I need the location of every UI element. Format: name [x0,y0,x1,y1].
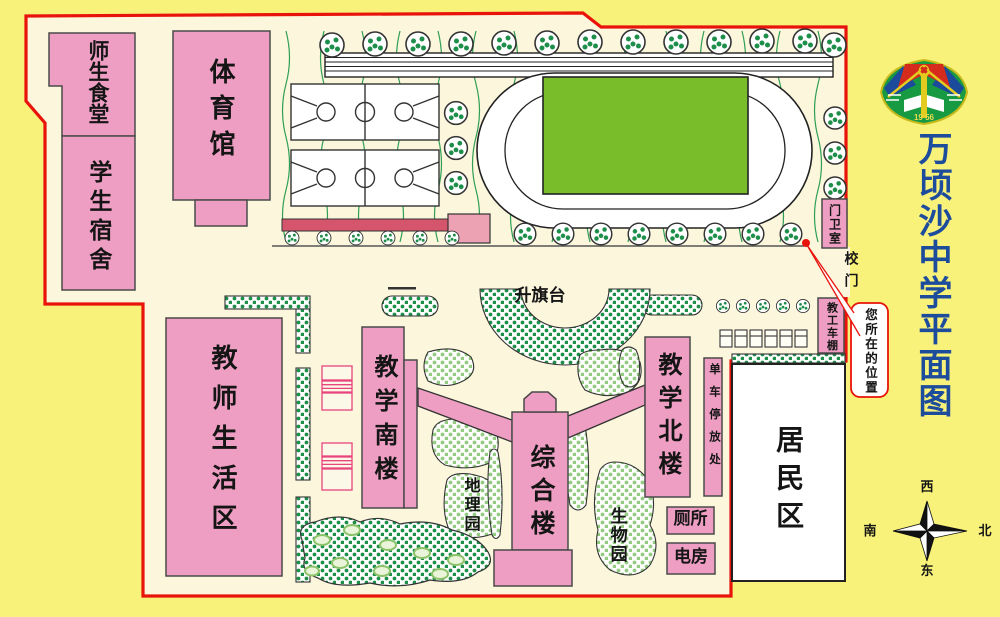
staff-shed-building [817,297,845,354]
label-staff-shed: 教工车棚 [825,302,838,352]
location-callout [802,239,889,398]
bench [388,287,416,290]
residential-block [731,363,846,582]
compass-west: 西 [920,479,934,494]
label-teaching-south: 教学南楼 [369,354,396,490]
label-teachers-living: 教师生活区 [208,344,238,544]
label-flag-platform: 升旗台 [514,286,566,305]
guard-room-building [821,198,848,249]
gate-opening [841,247,850,297]
teaching-north [644,336,691,498]
grandstand [324,52,834,78]
map-title: 万顷沙中学平面图 [913,131,950,419]
label-guard-room: 门卫室 [827,204,842,246]
label-teaching-north: 教学北楼 [653,352,680,484]
label-location-callout: 您所在的位置 [863,308,877,395]
label-biology-garden: 生物园 [607,507,627,564]
label-toilet: 厕所 [673,509,708,528]
hedges [224,288,846,583]
label-gymnasium: 体育馆 [206,58,236,166]
pond [299,516,491,587]
label-geography-garden: 地理园 [461,477,479,534]
running-track [476,72,813,229]
label-bicycle-parking: 单车停放处 [707,363,720,476]
parking-stalls [719,329,808,348]
soccer-field [542,76,749,195]
location-dot [802,239,810,247]
power-room-building [666,542,716,575]
badge-years: 19 56 [914,113,935,122]
bicycle-parking-strip [703,357,723,497]
label-residential: 居民区 [772,425,804,539]
label-power-room: 电房 [674,547,708,566]
label-canteen: 师生食堂 [85,40,110,124]
biology-garden-area [593,461,657,576]
school-badge: 19 56 [879,58,969,126]
buildings [48,30,848,587]
compass-south: 南 [863,523,877,538]
label-dormitory: 学生宿舍 [85,160,111,276]
compass-north: 北 [978,523,992,538]
basketball-courts [290,83,440,207]
toilet-building [666,506,715,535]
teaching-south [361,326,405,509]
label-complex: 综合楼 [527,444,554,543]
pingpong-tables [321,365,353,491]
compass-east: 东 [920,563,934,578]
teachers-living-building [165,317,283,577]
gymnasium-building [172,30,271,201]
dormitory-building [61,135,136,291]
garden-shrubs [423,346,657,576]
flag-platform-lawn [479,288,651,366]
label-gate: 校门 [842,251,858,295]
compass-rose [892,500,968,562]
